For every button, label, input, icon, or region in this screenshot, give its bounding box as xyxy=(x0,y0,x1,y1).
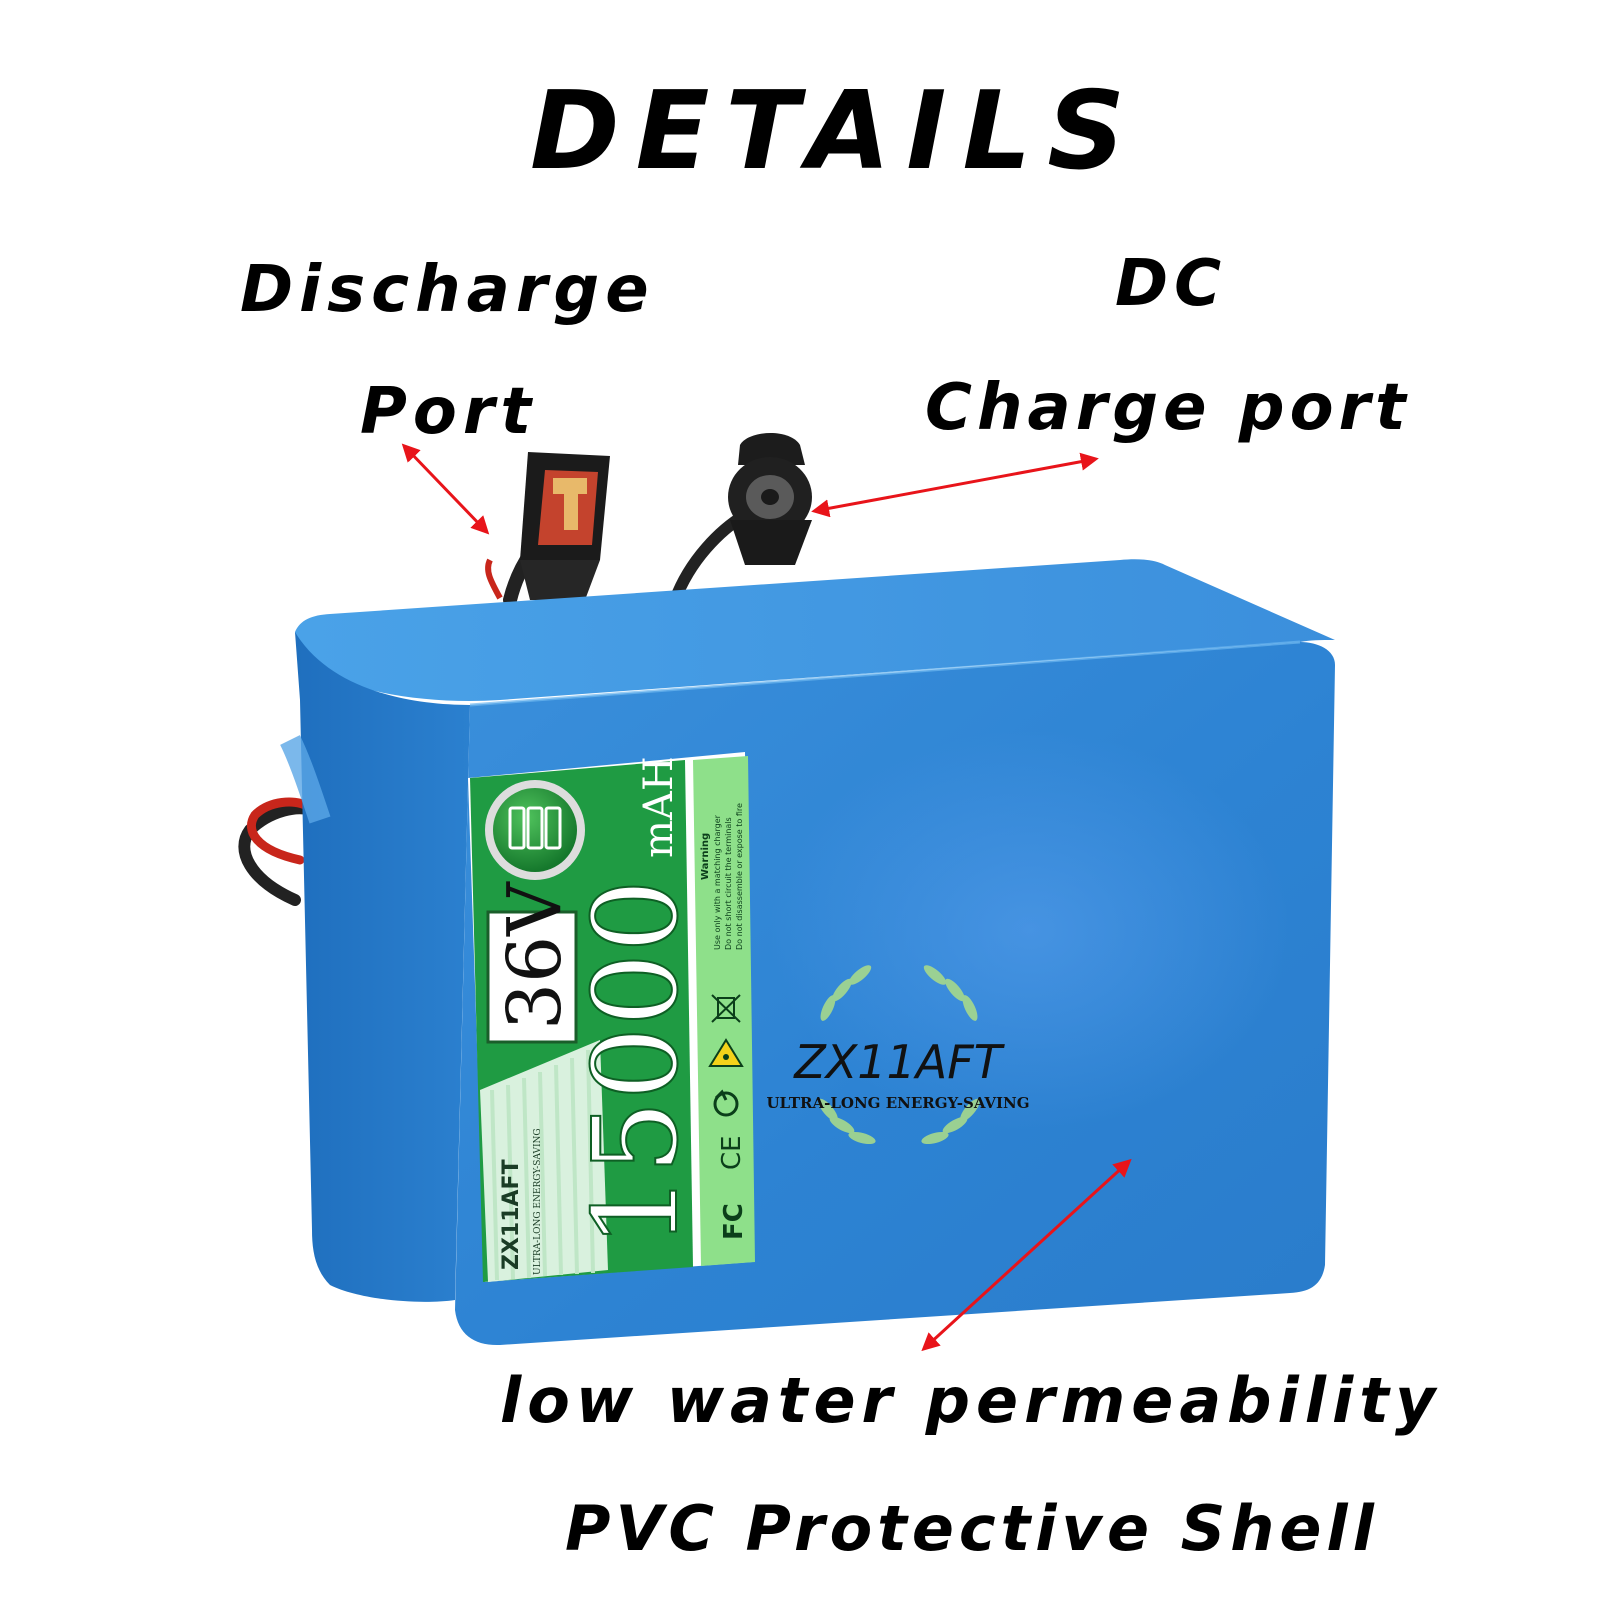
laser-warning-icon xyxy=(708,1038,744,1067)
fc-mark: FC xyxy=(719,1203,749,1240)
capacity-unit: mAH xyxy=(636,756,682,858)
battery-top-face xyxy=(295,559,1335,701)
discharge-port-label-line2: Port xyxy=(360,375,538,449)
body-logo-tagline: ULTRA-LONG ENERGY-SAVING xyxy=(766,1094,1029,1112)
page-title: DETAILS xyxy=(530,69,1142,194)
shell-feature-label-line2: PVC Protective Shell xyxy=(565,1492,1379,1565)
laurel-icon xyxy=(818,965,980,1145)
battery-icon xyxy=(508,806,562,850)
dc-connector xyxy=(728,432,812,565)
dc-charge-port-label: DC xyxy=(1115,247,1228,321)
warning-heading: Warning xyxy=(700,833,711,880)
weee-bin-icon xyxy=(711,994,741,1023)
shell-feature-label: low water permeability xyxy=(500,1364,1442,1437)
warning-line: Use only with a matching charger xyxy=(713,814,722,950)
shell-arrow xyxy=(921,1158,1132,1352)
discharge-arrow xyxy=(401,443,490,535)
warning-line: Do not disassemble or expose to fire xyxy=(735,803,744,950)
callout-arrows xyxy=(401,443,1132,1352)
capacity-value: 15000 xyxy=(569,879,704,1248)
discharge-port-label: Discharge xyxy=(240,253,655,327)
voltage-value: 36V xyxy=(492,881,578,1030)
body-logo-brand: ZX11AFT xyxy=(792,1035,1005,1089)
ce-mark: CE xyxy=(717,1135,747,1170)
recycle-icon xyxy=(713,1089,739,1117)
dc-charge-port-label-line2: Charge port xyxy=(925,371,1411,445)
warning-line: Do not short circuit the terminals xyxy=(724,817,733,950)
battery-label: 36V 15000 mAH ZX11AFT ULTRA-LONG ENERGY-… xyxy=(468,752,755,1282)
label-brand: ZX11AFT xyxy=(499,1159,524,1270)
discharge-connector xyxy=(520,452,610,600)
dc-arrow xyxy=(811,452,1099,518)
label-tagline: ULTRA-LONG ENERGY-SAVING xyxy=(533,1128,543,1275)
body-logo: ZX11AFT ULTRA-LONG ENERGY-SAVING xyxy=(766,965,1030,1145)
battery-left-side xyxy=(295,632,470,1302)
